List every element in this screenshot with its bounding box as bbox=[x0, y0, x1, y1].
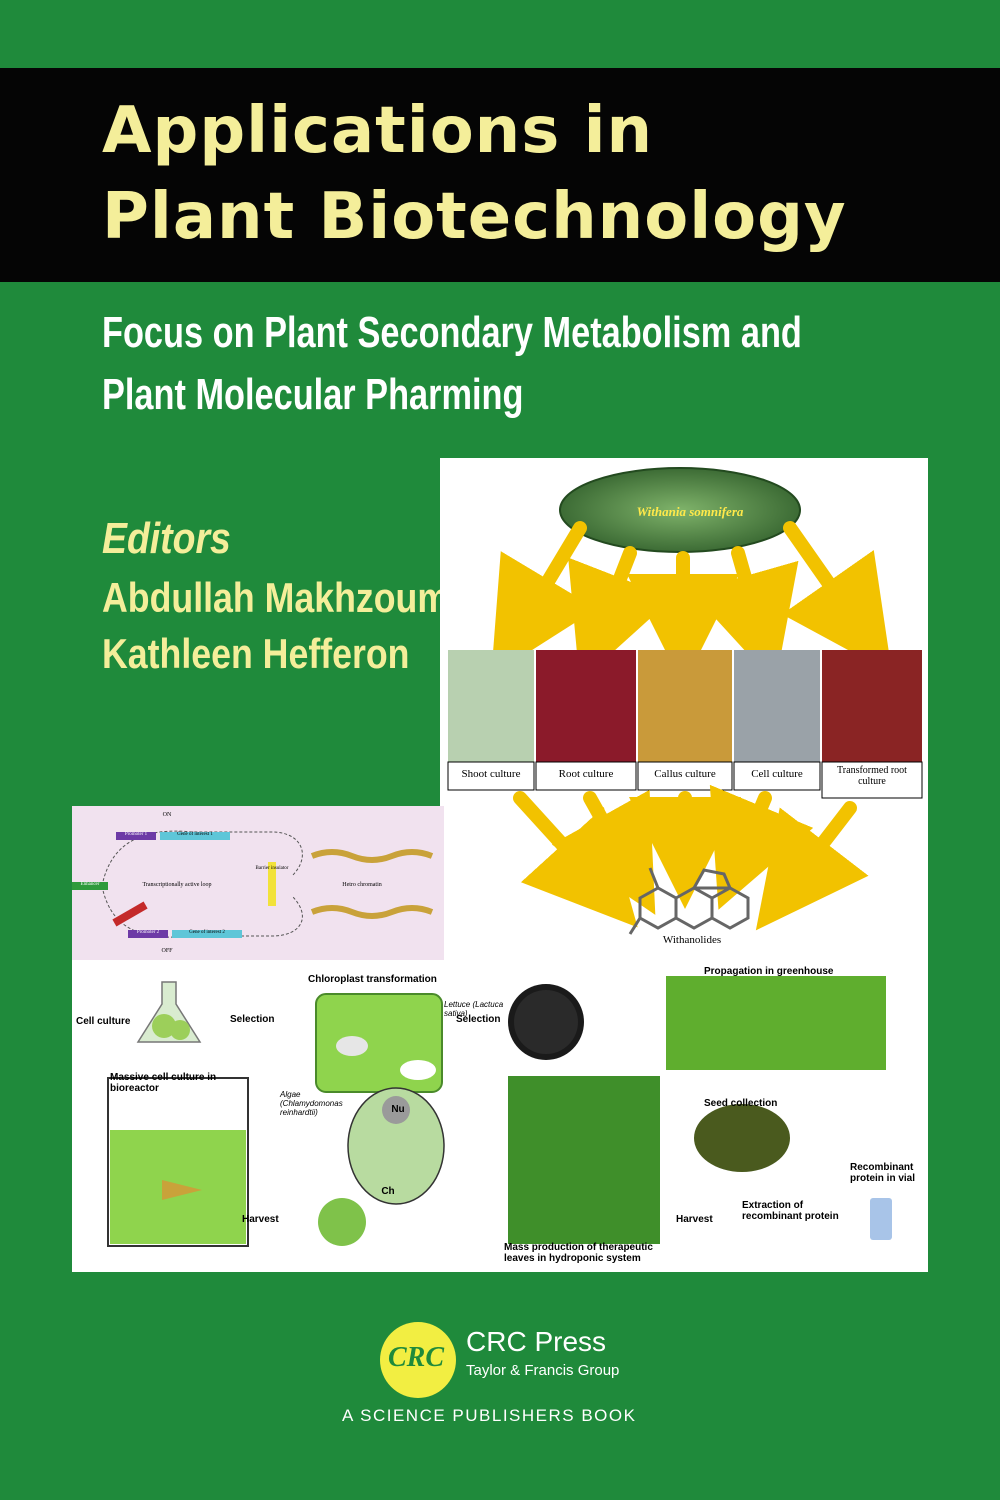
workflow-label: Selection bbox=[230, 1014, 275, 1025]
crc-logo-icon bbox=[380, 1322, 456, 1398]
culture-label: Callus culture bbox=[654, 768, 716, 780]
editor-name-1: Abdullah Makhzoum bbox=[102, 574, 450, 621]
publisher-imprint: A SCIENCE PUBLISHERS BOOK bbox=[342, 1406, 637, 1425]
gene-label: Gene of interest 2 bbox=[189, 930, 225, 935]
editor-name-2: Kathleen Hefferon bbox=[102, 630, 410, 677]
culture-label: Cell culture bbox=[751, 768, 803, 780]
culture-label: Transformed root culture bbox=[837, 765, 907, 787]
top-arrows bbox=[491, 521, 893, 686]
workflow-label: Algae (Chlamydomonas reinhardtii) bbox=[280, 1090, 343, 1117]
bottom-arrows bbox=[513, 784, 869, 931]
pharming-figure: Cell culture Selection Massive cell cult… bbox=[72, 960, 928, 1272]
culture-label: Root culture bbox=[558, 768, 614, 780]
workflow-label: Nu bbox=[391, 1104, 405, 1115]
subtitle-line-2: Plant Molecular Pharming bbox=[102, 370, 524, 419]
seed-pile-image bbox=[694, 1104, 790, 1172]
publisher-name: CRC Press bbox=[466, 1326, 607, 1357]
gene-label: ON bbox=[162, 812, 172, 818]
publisher-group: Taylor & Francis Group bbox=[466, 1362, 620, 1379]
withania-figure: Withania somnifera Shoot culture Root cu… bbox=[440, 458, 928, 978]
gene-label: Promoter 1 bbox=[124, 832, 148, 837]
gene-label: Transcriptionally active loop bbox=[142, 882, 212, 888]
gene-loop-diagram bbox=[72, 830, 434, 938]
vial-icon bbox=[870, 1198, 892, 1240]
pharming-diagram bbox=[107, 976, 892, 1247]
workflow-label: Mass production of therapeutic leaves in… bbox=[504, 1242, 653, 1264]
hydroponic-image bbox=[508, 1076, 660, 1244]
workflow-label: Propagation in greenhouse bbox=[704, 966, 834, 977]
nucleus-icon bbox=[382, 1096, 410, 1124]
plant-name-label: Withania somnifera bbox=[636, 504, 744, 519]
title-band bbox=[0, 68, 1000, 282]
gene-label: Enhancer bbox=[80, 882, 100, 887]
workflow-label: Lettuce (Lactuca sativa) bbox=[444, 1000, 504, 1018]
shoot-culture-image bbox=[448, 650, 534, 762]
title-line-1: Applications in bbox=[102, 94, 654, 168]
withania-diagram bbox=[447, 467, 923, 935]
culture-label: Shoot culture bbox=[461, 768, 521, 780]
greenhouse-image bbox=[666, 976, 886, 1070]
algae-cell-icon bbox=[347, 1087, 445, 1205]
gene-loop-figure: ON Promoter 1 Gene of interest 1 Enhance… bbox=[72, 806, 444, 962]
transformed-root-image bbox=[822, 650, 922, 762]
subtitle-line-1: Focus on Plant Secondary Metabolism and bbox=[102, 308, 802, 357]
harvest-biomass bbox=[318, 1198, 366, 1246]
workflow-label: Massive cell culture in bioreactor bbox=[110, 1072, 217, 1094]
workflow-label: Selection bbox=[456, 1014, 501, 1025]
root-culture-image bbox=[536, 650, 636, 762]
workflow-label: Cell culture bbox=[76, 1016, 131, 1027]
workflow-label: Recombinant protein in vial bbox=[850, 1162, 916, 1184]
workflow-label: Seed collection bbox=[704, 1098, 778, 1109]
workflow-label: Harvest bbox=[676, 1214, 713, 1225]
gene-label: Hetro chromatin bbox=[342, 882, 382, 888]
molecule-structure bbox=[628, 867, 750, 935]
crc-logo-text: CRC bbox=[388, 1342, 445, 1373]
gene-label: OFF bbox=[161, 948, 173, 954]
workflow-label: Extraction of recombinant protein bbox=[742, 1200, 839, 1222]
cell-culture-image bbox=[734, 650, 820, 762]
workflow-label: Chloroplast transformation bbox=[308, 974, 437, 985]
gene-label: Promoter 2 bbox=[136, 930, 160, 935]
callus-culture-image bbox=[638, 650, 732, 762]
bioreactor-icon bbox=[107, 1077, 249, 1247]
title-line-2: Plant Biotechnology bbox=[102, 180, 847, 254]
gene-label: Barrier insulator bbox=[255, 866, 289, 871]
editors-heading: Editors bbox=[102, 514, 231, 563]
gene-label: Gene of interest 1 bbox=[177, 832, 213, 837]
workflow-label: Harvest bbox=[242, 1214, 279, 1225]
workflow-label: Ch bbox=[381, 1186, 395, 1197]
product-label: Withanolides bbox=[662, 934, 722, 946]
